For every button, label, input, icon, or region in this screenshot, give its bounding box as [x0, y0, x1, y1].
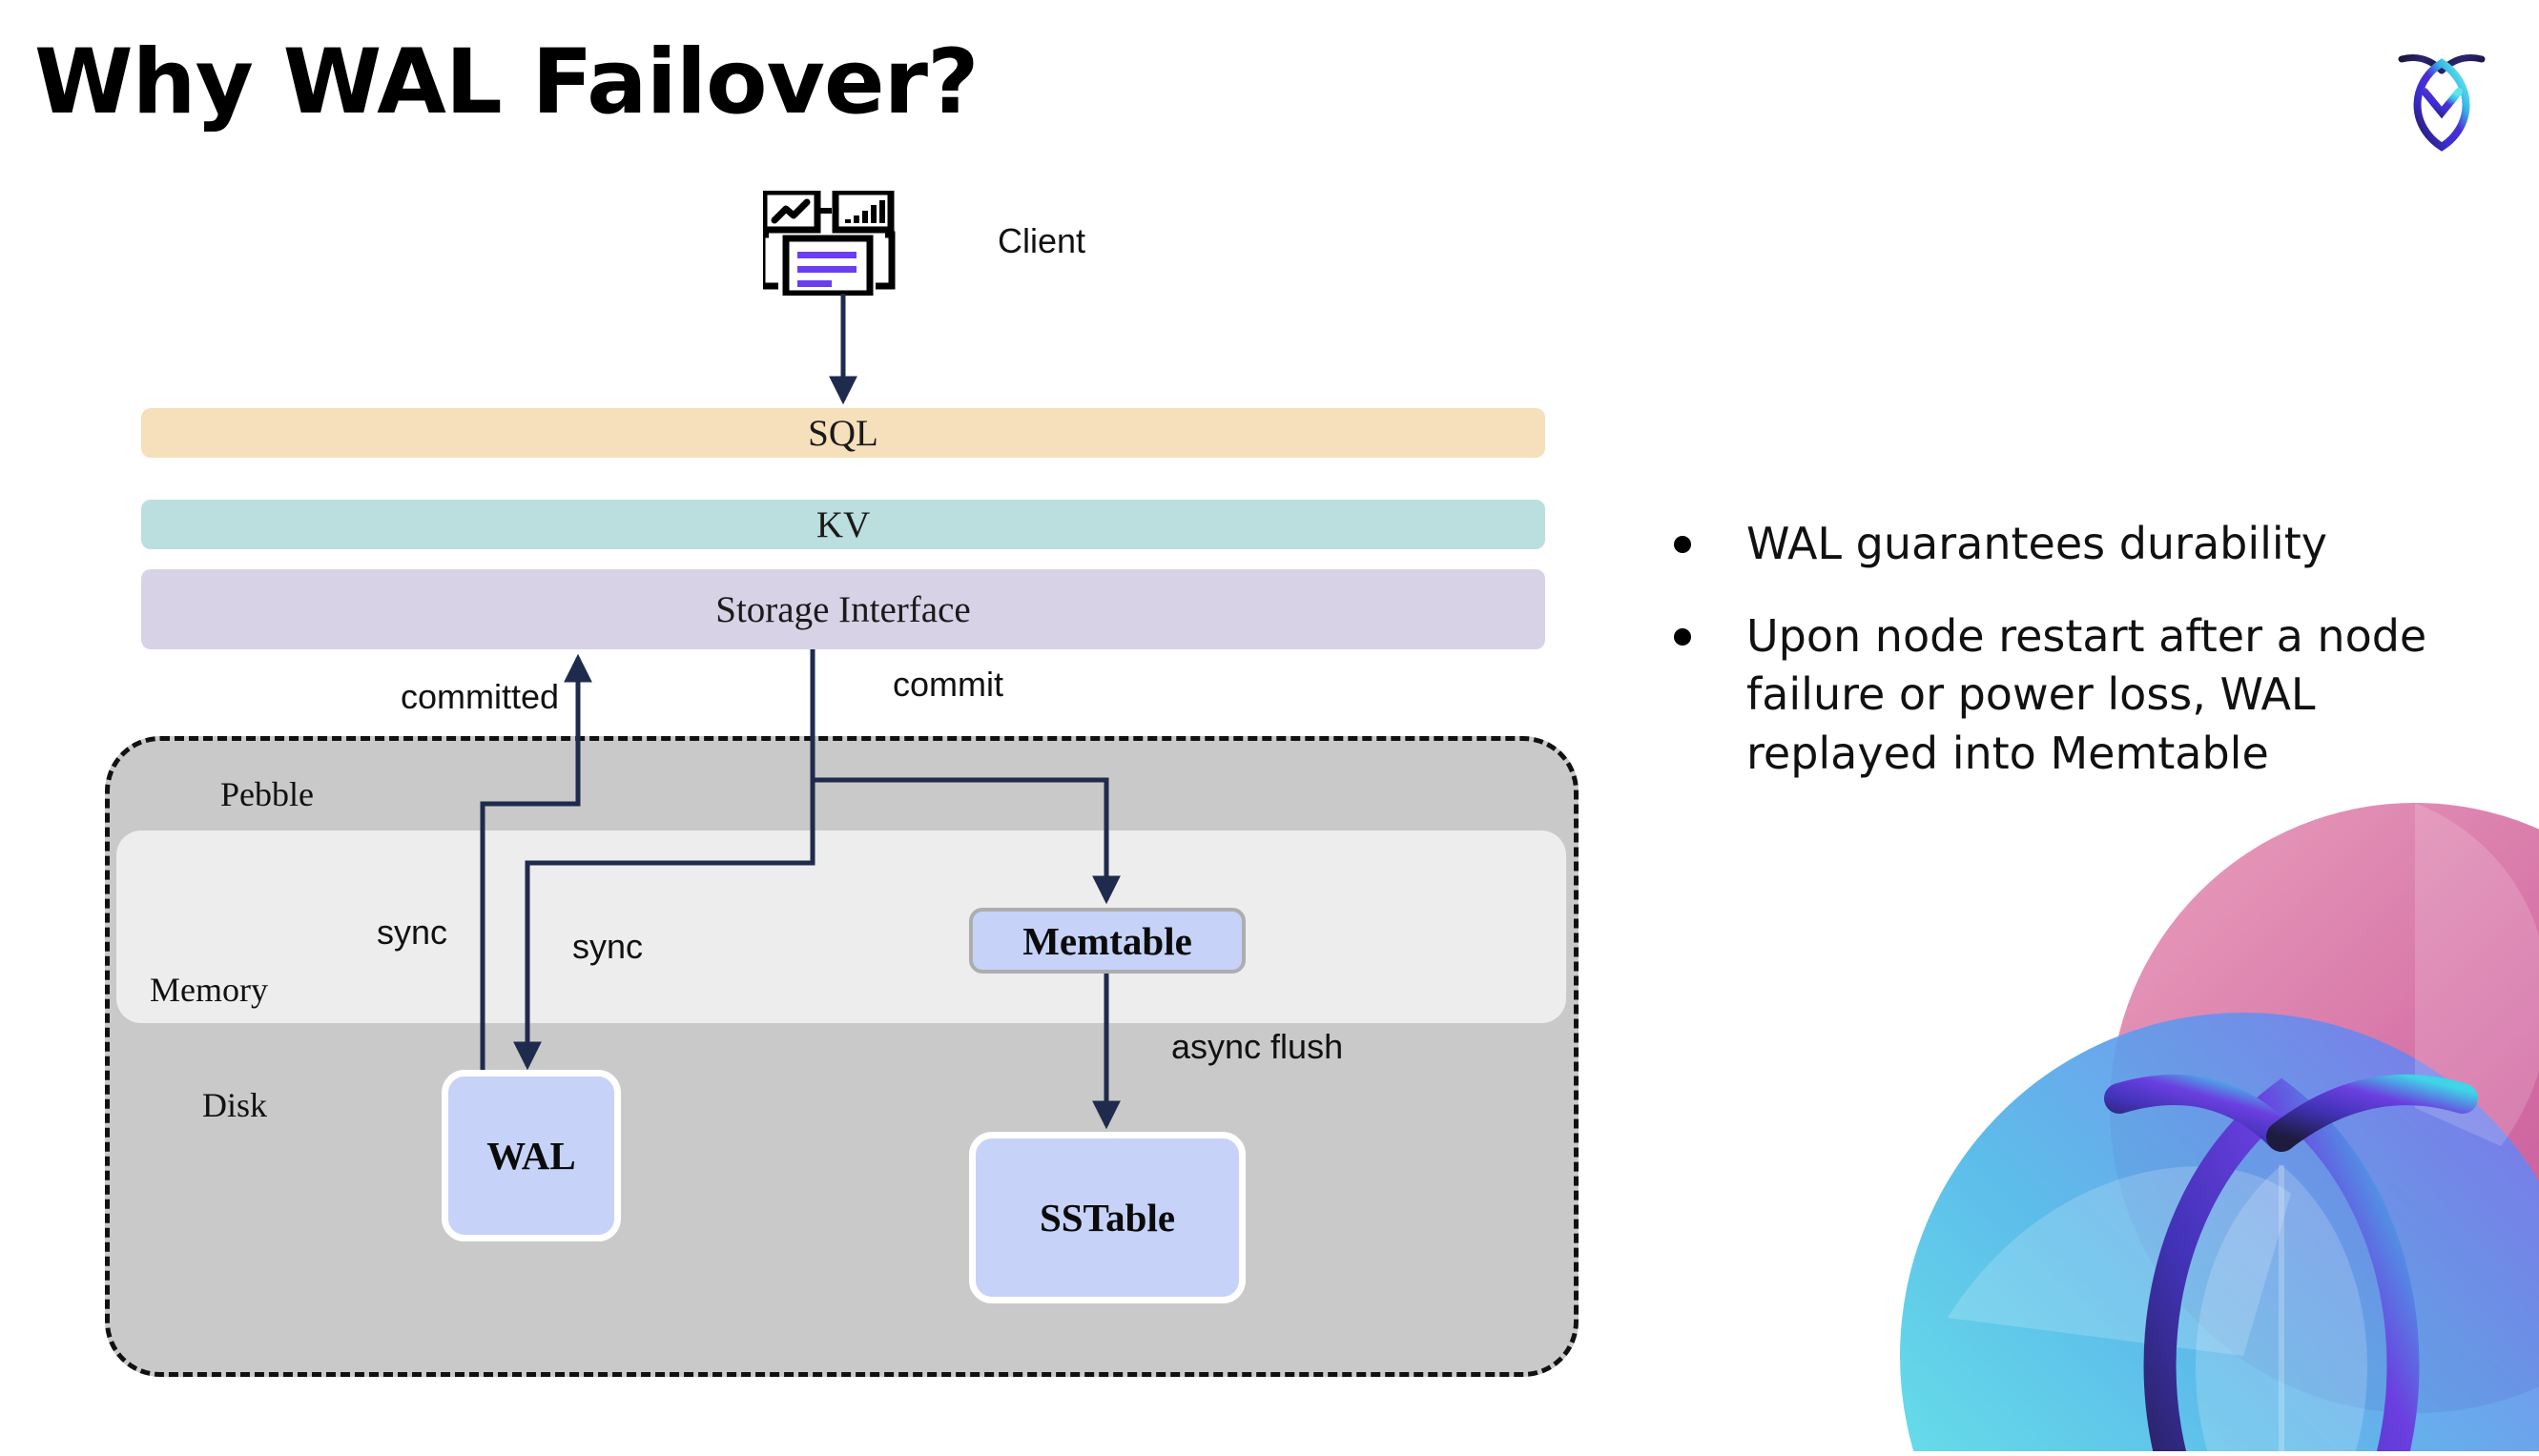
- layer-bar-kv[interactable]: KV: [141, 500, 1545, 549]
- edge-label-sync-left: sync: [377, 913, 448, 952]
- list-item: Upon node restart after a node failure o…: [1674, 607, 2494, 783]
- memory-region: [116, 831, 1566, 1023]
- layer-bar-storage-label: Storage Interface: [715, 588, 971, 630]
- client-dashboard-icon: [758, 188, 916, 297]
- client-label: Client: [998, 221, 1086, 260]
- memory-label: Memory: [150, 971, 268, 1009]
- layer-bar-kv-label: KV: [815, 503, 871, 545]
- bullet-text: Upon node restart after a node failure o…: [1746, 610, 2427, 779]
- bullet-list: WAL guarantees durability Upon node rest…: [1674, 515, 2494, 817]
- node-memtable[interactable]: Memtable: [969, 908, 1246, 974]
- disk-label: Disk: [202, 1086, 268, 1124]
- node-wal[interactable]: WAL: [442, 1070, 621, 1241]
- layer-bar-storage-interface[interactable]: Storage Interface: [141, 569, 1545, 649]
- node-wal-label: WAL: [486, 1134, 576, 1178]
- cockroachdb-logo-icon: [2375, 29, 2508, 162]
- layer-bar-sql-label: SQL: [808, 412, 878, 454]
- bullet-dot-icon: [1674, 536, 1691, 553]
- pebble-label: Pebble: [220, 775, 314, 813]
- bullet-dot-icon: [1674, 628, 1691, 646]
- page-title: Why WAL Failover?: [34, 31, 980, 134]
- architecture-diagram: Client SQL KV: [105, 188, 1579, 1377]
- edge-label-commit: commit: [893, 665, 1003, 704]
- edge-label-committed: committed: [401, 677, 560, 716]
- node-sstable-label: SSTable: [1039, 1196, 1176, 1240]
- edge-label-sync-right: sync: [572, 927, 644, 966]
- layer-bar-sql[interactable]: SQL: [141, 408, 1545, 458]
- edge-label-async-flush: async flush: [1171, 1027, 1344, 1066]
- cockroachdb-decoration-graphic: [1833, 784, 2539, 1451]
- bullet-text: WAL guarantees durability: [1746, 518, 2327, 569]
- node-memtable-label: Memtable: [1022, 918, 1192, 963]
- node-sstable[interactable]: SSTable: [969, 1132, 1246, 1303]
- list-item: WAL guarantees durability: [1674, 515, 2494, 573]
